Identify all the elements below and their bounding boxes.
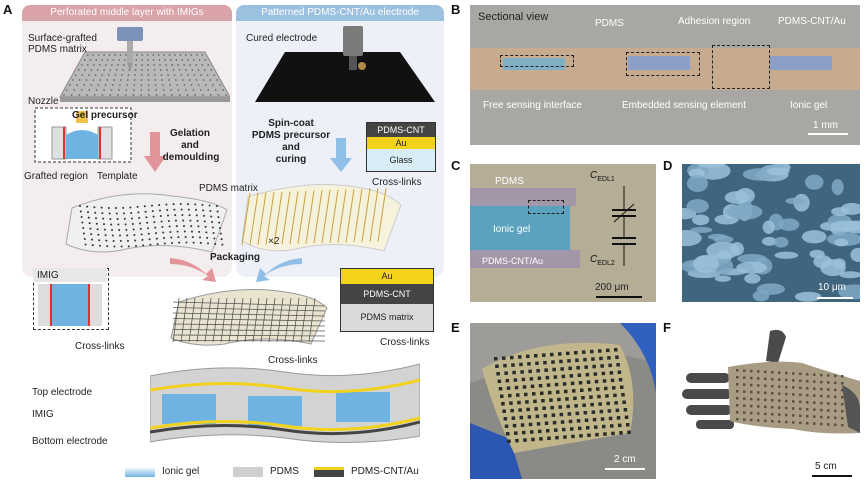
embedded-box [626,52,700,76]
label-cured-electrode: Cured electrode [246,33,318,44]
label-c-cnt-au: PDMS-CNT/Au [482,256,544,266]
sensing-element-1 [503,58,565,70]
cedl1-c: C [590,170,598,181]
label-grafted-region: Grafted region [24,171,88,182]
scale-bar-d [817,297,853,299]
legend-swatch-ionic-gel [125,467,155,477]
label-embedded: Embedded sensing element [622,100,746,111]
scale-label-d: 10 μm [818,282,846,293]
label-b-ionic-gel: Ionic gel [790,100,828,111]
banner-right: Patterned PDMS-CNT/Au electrode [236,5,444,21]
panel-letter-f: F [663,320,671,335]
spin-coat-arrow [330,138,352,172]
label-gelation-and: and [181,140,199,151]
flexible-device-photo [470,323,656,479]
label-spin-coat-3: and [282,142,300,153]
cedl2-sub: EDL2 [597,260,615,267]
scale-bar-f [812,475,852,477]
cross-section-illustration [150,363,420,444]
label-sectional-view: Sectional view [478,11,549,23]
imig-inset-drawing [38,284,102,326]
label-cross-links-1: Cross-links [372,177,422,188]
label-imig-bottom: IMIG [32,409,54,420]
sensing-element-3 [770,56,832,70]
electrode-layer-stack: PDMS-CNT Au Glass [366,122,436,172]
label-top-electrode: Top electrode [32,387,93,398]
label-gelation: Gelation [169,128,210,139]
label-cross-links-2: Cross-links [75,341,125,352]
legend-label-cnt-au: PDMS-CNT/Au [351,466,419,477]
robotic-hand-photo [682,323,860,455]
panel-c-cnt-layer [470,250,580,268]
scale-label-e: 2 cm [614,454,636,465]
cured-electrode-illustration [255,26,435,102]
label-pdms-matrix-mid: PDMS matrix [199,183,258,194]
inset2-matrix: PDMS matrix [341,304,433,331]
inset2-cnt: PDMS-CNT [341,284,433,304]
banner-left: Perforated middle layer with IMIGs [22,5,232,21]
perforated-layer-illustration [65,193,228,253]
cedl2-c: C [590,254,598,265]
panel-c-pdms-layer [470,188,576,206]
legend-label-ionic-gel: Ionic gel [162,466,200,477]
electrode-inset: Au PDMS-CNT PDMS matrix [340,268,434,332]
panel-letter-c: C [451,158,461,173]
imig-inset-header [33,268,107,282]
label-surface-grafted: Surface-grafted [28,33,97,44]
legend-swatch-pdms [233,467,263,477]
label-template: Template [97,171,138,182]
label-cross-links-4: Cross-links [268,355,318,366]
scale-label-f: 5 cm [815,461,837,472]
scale-bar-e [605,468,645,470]
panel-letter-d: D [663,158,673,173]
packaging-arrow-left [170,258,216,282]
packaging-arrow-right [256,258,302,282]
perforated-sheet-illustration [59,27,230,102]
panel-letter-a: A [3,2,13,17]
layer-glass: Glass [367,149,435,171]
panel-letter-b: B [451,2,461,17]
label-bottom-electrode: Bottom electrode [32,436,108,447]
label-spin-coat-4: curing [275,154,307,165]
label-demoulding: demoulding [162,152,220,163]
adhesion-box [712,45,770,89]
label-c-pdms: PDMS [495,176,524,187]
label-imig: IMIG [37,270,59,281]
layer-au: Au [367,137,435,149]
label-cross-links-3: Cross-links [380,337,430,348]
scale-bar-c [596,296,642,298]
label-packaging: Packaging [210,252,261,263]
gelation-arrow [144,132,166,172]
panel-letter-e: E [451,320,460,335]
cedl1-sub: EDL1 [597,176,615,183]
scale-label-b: 1 mm [813,120,838,131]
sem-image [682,164,860,302]
legend-swatch-cnt-au [314,467,344,477]
patterned-electrode-illustration [241,184,402,252]
label-free-sensing: Free sensing interface [483,100,582,111]
label-pdms-matrix-top: PDMS matrix [28,44,87,55]
scale-bar-b [808,133,848,135]
cedl2-label: CEDL2 [590,254,615,267]
scale-label-c: 200 μm [595,282,629,293]
cedl1-label: CEDL1 [590,170,615,183]
legend-label-pdms: PDMS [270,466,299,477]
panel-c-dash-box [528,200,564,214]
layer-pdms-cnt: PDMS-CNT [367,123,435,137]
label-c-ionic-gel: Ionic gel [493,224,531,235]
label-adhesion: Adhesion region [678,16,751,27]
capacitor-symbol [612,186,636,266]
label-gel-precursor: Gel precursor [72,110,138,121]
sensing-element-2 [628,56,690,70]
label-b-cnt-au: PDMS-CNT/Au [778,16,846,27]
label-nozzle: Nozzle [28,96,59,107]
inset2-au: Au [341,269,433,284]
nozzle-zoom-inset [34,107,132,163]
label-spin-coat-1: Spin-coat [268,118,314,129]
label-spin-coat-2: PDMS precursor [251,130,331,141]
free-sensing-box [500,55,574,67]
packaged-device-illustration [170,289,328,346]
label-b-pdms: PDMS [595,18,624,29]
label-times2: ×2 [268,236,280,247]
